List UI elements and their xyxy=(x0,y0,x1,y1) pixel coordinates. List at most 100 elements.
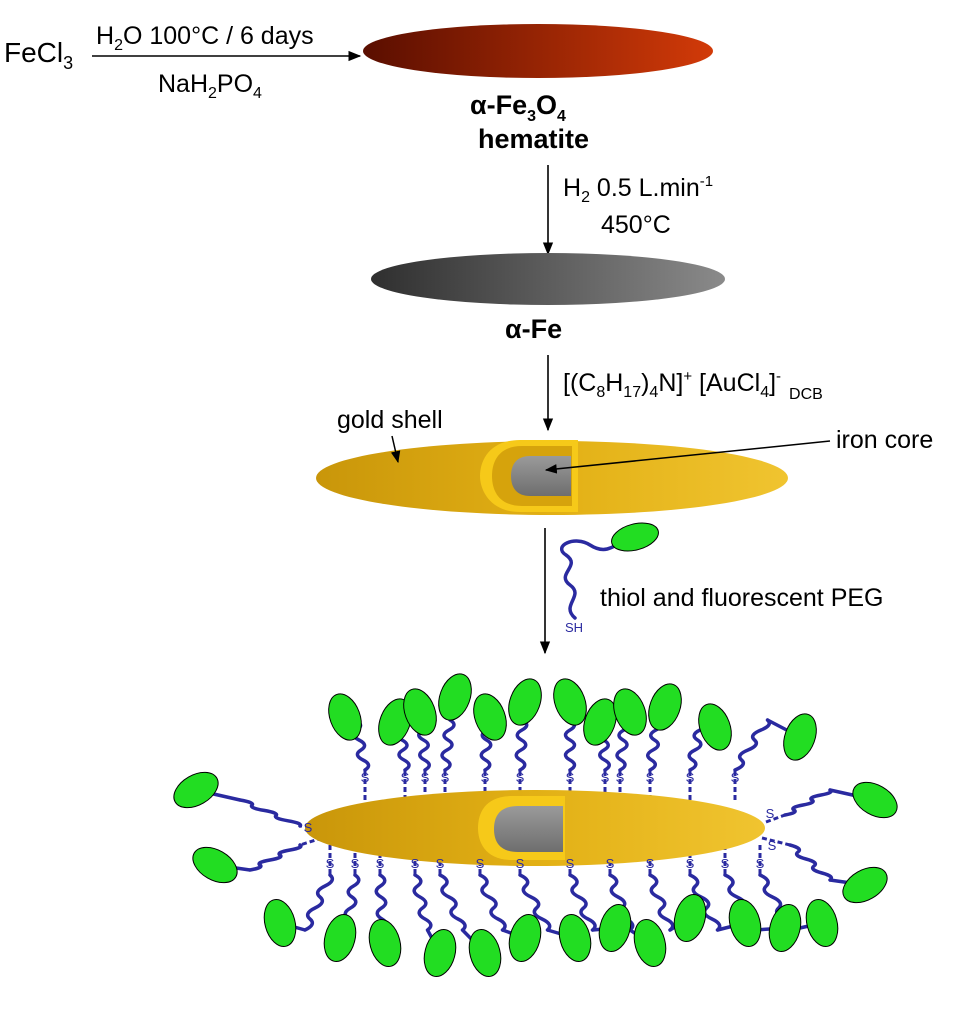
fluorophore-icon xyxy=(508,913,542,963)
s-label: S xyxy=(481,770,490,785)
fluorophore-icon xyxy=(583,698,617,746)
s-label: S xyxy=(351,856,360,871)
peg-chain-icon xyxy=(248,843,303,872)
fluorophore-icon xyxy=(553,678,587,726)
peg-chain-icon xyxy=(648,873,675,932)
fluorophore-icon xyxy=(673,893,707,943)
pointer-arrow-icon xyxy=(544,440,831,474)
s-label: S xyxy=(566,856,575,871)
step2-conditions-line2: 450°C xyxy=(601,211,671,239)
peg-chain-icon xyxy=(478,873,507,932)
fluorophore-icon xyxy=(698,703,732,751)
fluorophore-icon xyxy=(598,903,632,953)
hematite-name: hematite xyxy=(478,124,589,154)
fluorophore-icon xyxy=(192,846,238,884)
s-label: S xyxy=(756,856,765,871)
s-label: S xyxy=(601,770,610,785)
peg-chain-icon xyxy=(303,873,335,932)
s-label: S xyxy=(441,770,450,785)
iron-particle-icon xyxy=(371,253,725,305)
s-label: S xyxy=(766,806,775,821)
fluorophore-icon xyxy=(473,693,507,741)
peg-chain-icon xyxy=(438,873,467,932)
peg-chain-icon xyxy=(238,798,303,828)
s-label: S xyxy=(731,770,740,785)
thiol-linker xyxy=(765,813,786,824)
s-label: S xyxy=(436,856,445,871)
s-label: S xyxy=(326,856,335,871)
core-shell-particle xyxy=(316,440,788,515)
fluorophore-icon xyxy=(423,928,457,978)
fluorophore-icon xyxy=(263,898,297,948)
step3-reagent: [(C8H17)4N]+ [AuCl4]-DCB xyxy=(563,368,823,403)
fluorophore-icon xyxy=(613,688,647,736)
peg-chain-icon xyxy=(733,718,772,772)
fluorophore-icon xyxy=(768,903,802,953)
s-label: S xyxy=(616,770,625,785)
fluorophores xyxy=(173,673,898,978)
fluorophore-icon xyxy=(611,522,659,552)
s-label: S xyxy=(401,770,410,785)
s-label: S xyxy=(304,820,313,835)
step1-conditions-top: H2O 100°C / 6 days xyxy=(96,22,314,54)
fluorophore-icon xyxy=(378,698,412,746)
fluorophore-icon xyxy=(852,781,898,819)
step4-label: thiol and fluorescent PEG xyxy=(600,584,884,612)
peg-chain-icon xyxy=(788,843,834,882)
fluorophore-icon xyxy=(633,918,667,968)
peg-chain-icon xyxy=(568,873,597,932)
s-label: S xyxy=(516,770,525,785)
fluorophore-icon xyxy=(468,928,502,978)
fluorophore-icon xyxy=(842,866,888,904)
thiol-label: SH xyxy=(565,620,583,635)
fluorophore-icon xyxy=(403,688,437,736)
reagent-label: FeCl3 xyxy=(4,37,73,73)
s-label: S xyxy=(411,856,420,871)
s-label: S xyxy=(686,856,695,871)
peg-chain-icon xyxy=(783,788,833,817)
s-label: S xyxy=(606,856,615,871)
peg-chain-icon xyxy=(412,873,433,932)
fluorophore-icon xyxy=(728,898,762,948)
thiol-linker xyxy=(761,836,791,847)
s-label: S xyxy=(646,770,655,785)
s-label: S xyxy=(721,856,730,871)
peg-chain-icon xyxy=(688,873,722,932)
hematite-formula: α-Fe3O4 xyxy=(470,90,566,125)
peg-chain-icon xyxy=(440,718,456,772)
s-label: S xyxy=(376,856,385,871)
peg-chain-icon xyxy=(563,718,577,772)
hematite-particle-icon xyxy=(363,24,713,78)
fluorophore-icon xyxy=(648,683,682,731)
fluorophore-icon xyxy=(328,693,362,741)
peg-chain-icon xyxy=(518,873,552,932)
fluorophore-icon xyxy=(368,918,402,968)
gold-shell-label: gold shell xyxy=(337,406,443,434)
final-gold-shell xyxy=(305,790,765,866)
step1-conditions-bottom: NaH2PO4 xyxy=(158,70,262,102)
s-label: S xyxy=(646,856,655,871)
fluorophore-icon xyxy=(438,673,472,721)
s-label: S xyxy=(516,856,525,871)
s-label: S xyxy=(686,770,695,785)
s-label: S xyxy=(421,770,430,785)
s-label: S xyxy=(361,770,370,785)
pointer-arrow-icon xyxy=(390,435,401,464)
iron-core-label: iron core xyxy=(836,426,933,454)
s-label: S xyxy=(768,838,777,853)
fluorophore-icon xyxy=(508,678,542,726)
step2-conditions-line1: H2 0.5 L.min-1 xyxy=(563,173,713,206)
s-label: S xyxy=(476,856,485,871)
fluorophore-icon xyxy=(805,898,839,948)
fluorophore-icon xyxy=(558,913,592,963)
fluorophore-icon xyxy=(173,771,219,809)
peg-chain-icon xyxy=(514,718,529,772)
alpha-fe-label: α-Fe xyxy=(505,314,562,344)
peg-chain-icon xyxy=(559,538,626,620)
fluorophore-icon xyxy=(323,913,357,963)
s-label: S xyxy=(566,770,575,785)
fluorophore-icon xyxy=(783,713,817,761)
